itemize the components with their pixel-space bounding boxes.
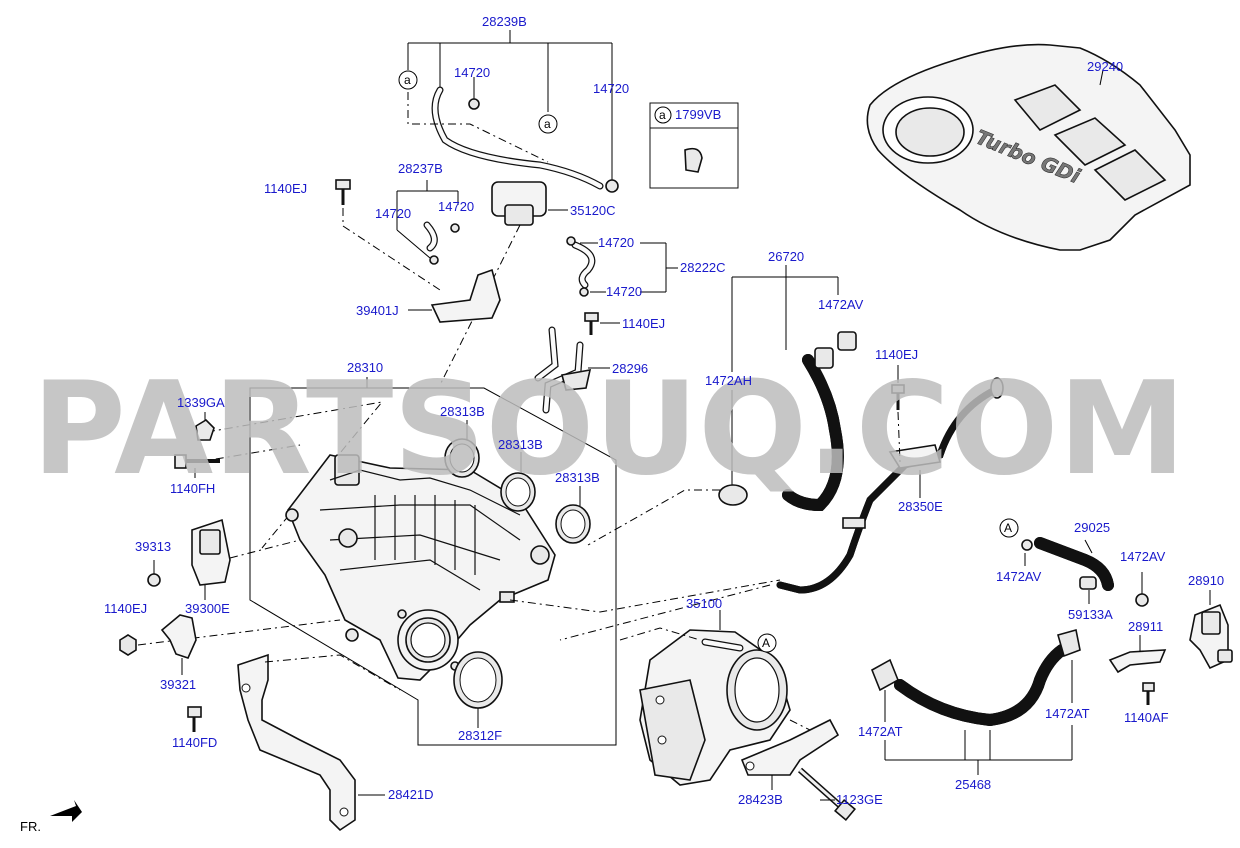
label-1140EJ[interactable]: 1140EJ [264, 181, 307, 196]
clip-box-1799VB [649, 102, 739, 189]
engine-cover-29240: Turbo GDi [866, 43, 1191, 251]
label-29240[interactable]: 29240 [1087, 59, 1123, 74]
bracket-28421D [187, 653, 401, 832]
throttle-body-35100 [619, 610, 821, 786]
gaskets-28313B [444, 420, 591, 544]
label-1472AV[interactable]: 1472AV [996, 569, 1042, 584]
label-28423B[interactable]: 28423B [738, 792, 783, 807]
svg-text:A: A [1004, 521, 1012, 535]
label-1339GA[interactable]: 1339GA [177, 395, 225, 410]
label-1140FH[interactable]: 1140FH [170, 481, 215, 496]
hose-group-28239B [407, 30, 619, 193]
sensor-39300E [147, 518, 301, 600]
label-14720[interactable]: 14720 [606, 284, 642, 299]
bracket-39321 [119, 614, 341, 675]
label-1472AV[interactable]: 1472AV [1120, 549, 1166, 564]
callout-A-1: A [757, 633, 777, 653]
label-39401J[interactable]: 39401J [356, 303, 399, 318]
label-1140EJ[interactable]: 1140EJ [875, 347, 918, 362]
front-label: FR. [20, 819, 41, 834]
clamp-icon [605, 179, 619, 193]
label-1472AT[interactable]: 1472AT [1045, 706, 1090, 721]
pipe-28350E [509, 365, 1004, 641]
intake-manifold-frame [197, 377, 617, 746]
fasteners-left [174, 412, 220, 478]
label-59133A[interactable]: 59133A [1068, 607, 1113, 622]
label-28239B[interactable]: 28239B [482, 14, 527, 29]
label-1140EJ[interactable]: 1140EJ [104, 601, 147, 616]
bolt-1140EJ-top [335, 179, 441, 291]
front-arrow-icon [50, 800, 82, 822]
label-28910[interactable]: 28910 [1188, 573, 1224, 588]
callout-a-2: a [538, 114, 558, 134]
svg-text:A: A [762, 636, 770, 650]
pipe-28296 [534, 312, 620, 414]
label-39313[interactable]: 39313 [135, 539, 171, 554]
label-14720[interactable]: 14720 [593, 81, 629, 96]
label-28313B[interactable]: 28313B [498, 437, 543, 452]
label-28310[interactable]: 28310 [347, 360, 383, 375]
bracket-28423B [740, 718, 856, 821]
hose-29025 [1021, 537, 1149, 607]
label-29025[interactable]: 29025 [1074, 520, 1110, 535]
label-28421D[interactable]: 28421D [388, 787, 434, 802]
hose-group-28237B [396, 180, 460, 265]
label-1472AH[interactable]: 1472AH [705, 373, 752, 388]
part-labels: 28239B 14720 14720 1799VB 29240 28237B 1… [104, 14, 1224, 807]
label-1123GE[interactable]: 1123GE [836, 792, 883, 807]
label-28350E[interactable]: 28350E [898, 499, 943, 514]
label-26720[interactable]: 26720 [768, 249, 804, 264]
label-1140FD[interactable]: 1140FD [172, 735, 217, 750]
label-14720[interactable]: 14720 [598, 235, 634, 250]
label-14720[interactable]: 14720 [438, 199, 474, 214]
callout-A-2: A [999, 518, 1019, 538]
watermark: PARTSOUQ.COM [32, 355, 1186, 504]
label-39300E[interactable]: 39300E [185, 601, 230, 616]
gasket-28312F [453, 651, 503, 728]
bracket-28911 [1108, 635, 1167, 705]
label-28313B[interactable]: 28313B [440, 404, 485, 419]
solenoid-valve-28910 [1189, 590, 1233, 670]
callout-a-1: a [398, 70, 418, 90]
label-28222C[interactable]: 28222C [680, 260, 726, 275]
intake-manifold-28310 [285, 454, 556, 681]
label-28312F[interactable]: 28312F [458, 728, 502, 743]
clamp-icon [468, 98, 480, 110]
label-35120C[interactable]: 35120C [570, 203, 616, 218]
label-25468[interactable]: 25468 [955, 777, 991, 792]
label-28296[interactable]: 28296 [612, 361, 648, 376]
label-39321[interactable]: 39321 [160, 677, 196, 692]
label-1472AV[interactable]: 1472AV [818, 297, 864, 312]
svg-text:a: a [544, 117, 551, 131]
label-1140EJ[interactable]: 1140EJ [622, 316, 665, 331]
label-28313B[interactable]: 28313B [555, 470, 600, 485]
label-28911[interactable]: 28911 [1128, 619, 1163, 634]
label-1799VB[interactable]: 1799VB [675, 107, 721, 122]
purge-valve-35120C [439, 181, 568, 386]
bracket-39401J [408, 268, 501, 323]
hose-25468 [870, 628, 1081, 775]
label-1472AT[interactable]: 1472AT [858, 724, 903, 739]
front-direction-indicator: FR. [20, 800, 82, 834]
callout-a-3: a [654, 106, 672, 124]
label-14720[interactable]: 14720 [454, 65, 490, 80]
svg-text:a: a [659, 108, 666, 122]
label-14720[interactable]: 14720 [375, 206, 411, 221]
label-1140AF[interactable]: 1140AF [1124, 710, 1169, 725]
svg-text:a: a [404, 73, 411, 87]
hose-group-28222C [566, 236, 678, 297]
label-35100[interactable]: 35100 [686, 596, 722, 611]
label-28237B[interactable]: 28237B [398, 161, 443, 176]
hose-26720 [587, 265, 857, 546]
